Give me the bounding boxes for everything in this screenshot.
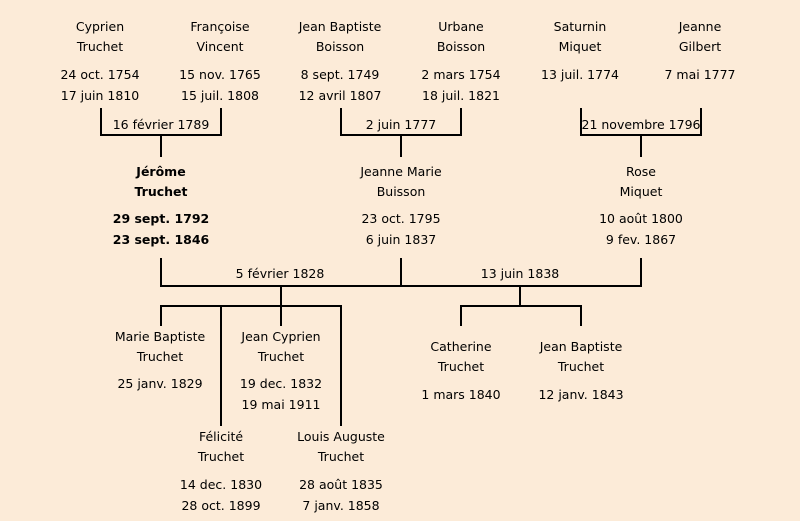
death-date: 19 mai 1911: [241, 397, 321, 412]
person-last-name: Truchet: [197, 449, 245, 464]
birth-date: 19 dec. 1832: [239, 376, 323, 391]
person-first-name: Marie Baptiste: [114, 329, 206, 344]
person-last-name: Truchet: [136, 349, 184, 364]
birth-date: 25 janv. 1829: [117, 376, 203, 391]
person-last-name: Truchet: [76, 39, 124, 54]
death-date: 17 juin 1810: [60, 88, 140, 103]
children-bar-1838: [460, 305, 582, 326]
marriage-date: 16 février 1789: [112, 117, 210, 132]
death-date: 23 sept. 1846: [112, 232, 210, 247]
marriage-date: 5 février 1828: [235, 266, 325, 281]
person-last-name: Vincent: [196, 39, 244, 54]
death-date: 18 juil. 1821: [422, 88, 500, 103]
person-first-name: Jean Baptiste: [298, 19, 382, 34]
marriage-date: 13 juin 1838: [480, 266, 560, 281]
person-first-name: Louis Auguste: [297, 429, 385, 444]
birth-date: 7 mai 1777: [664, 67, 736, 82]
person-last-name: Buisson: [376, 184, 426, 199]
person-first-name: Félicité: [198, 429, 244, 444]
person-first-name: Françoise: [190, 19, 250, 34]
birth-date: 13 juil. 1774: [541, 67, 619, 82]
person-last-name: Boisson: [436, 39, 486, 54]
person-first-name: Urbane: [438, 19, 484, 34]
person-last-name: Gilbert: [678, 39, 722, 54]
death-date: 6 juin 1837: [365, 232, 437, 247]
person-first-name: Jean Cyprien: [241, 329, 321, 344]
birth-date: 24 oct. 1754: [60, 67, 140, 82]
person-last-name: Truchet: [257, 349, 305, 364]
death-date: 15 juil. 1808: [181, 88, 259, 103]
person-last-name: Truchet: [317, 449, 365, 464]
person-first-name: Saturnin: [553, 19, 607, 34]
marriage-date: 21 novembre 1796: [581, 117, 701, 132]
death-date: 12 avril 1807: [298, 88, 382, 103]
person-last-name: Truchet: [437, 359, 485, 374]
person-first-name: Cyprien: [75, 19, 125, 34]
birth-date: 8 sept. 1749: [300, 67, 380, 82]
birth-date: 2 mars 1754: [421, 67, 501, 82]
person-last-name: Miquet: [619, 184, 663, 199]
person-first-name: Jeanne: [678, 19, 722, 34]
birth-date: 29 sept. 1792: [112, 211, 210, 226]
marriage-date: 2 juin 1777: [365, 117, 437, 132]
person-first-name: Jean Baptiste: [539, 339, 623, 354]
person-last-name: Boisson: [315, 39, 365, 54]
person-last-name: Truchet: [557, 359, 605, 374]
birth-date: 1 mars 1840: [421, 387, 501, 402]
person-first-name: Jérôme: [136, 164, 186, 179]
person-last-name: Truchet: [134, 184, 188, 199]
birth-date: 10 août 1800: [599, 211, 683, 226]
birth-date: 28 août 1835: [299, 477, 383, 492]
death-date: 28 oct. 1899: [181, 498, 261, 513]
birth-date: 15 nov. 1765: [179, 67, 261, 82]
person-first-name: Rose: [626, 164, 656, 179]
birth-date: 23 oct. 1795: [361, 211, 441, 226]
person-first-name: Jeanne Marie: [360, 164, 442, 179]
birth-date: 14 dec. 1830: [179, 477, 263, 492]
death-date: 7 janv. 1858: [302, 498, 380, 513]
person-last-name: Miquet: [558, 39, 602, 54]
birth-date: 12 janv. 1843: [538, 387, 624, 402]
death-date: 9 fev. 1867: [605, 232, 677, 247]
person-first-name: Catherine: [430, 339, 492, 354]
